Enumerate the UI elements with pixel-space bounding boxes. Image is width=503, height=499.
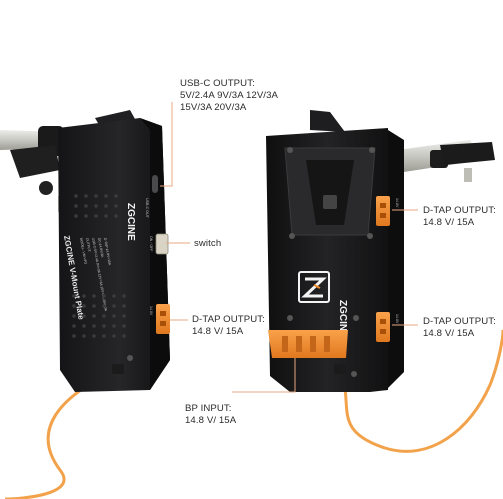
bp-input-pins xyxy=(282,336,330,352)
right-side-face xyxy=(388,130,404,388)
z-logo-icon xyxy=(298,271,330,303)
right-dtap-port-top xyxy=(376,196,390,226)
right-screw-1 xyxy=(287,147,293,153)
right-cable xyxy=(338,329,503,453)
right-dtap-port-bottom xyxy=(376,312,390,342)
left-usbc-port xyxy=(152,175,158,193)
right-screw-7 xyxy=(351,371,357,377)
left-clamp-arm xyxy=(10,145,60,178)
usbc-output-title: USB-C OUTPUT: xyxy=(180,78,255,89)
bp-input-spec: 14.8 V/ 15A xyxy=(185,415,237,426)
left-usbc-port-text: USB-C OUT xyxy=(145,198,149,219)
right-screw-3 xyxy=(289,233,295,239)
right-dtap-top-text: 14.8V xyxy=(395,198,399,208)
dtap-right-bottom-spec: 14.8 V/ 15A xyxy=(423,328,475,339)
left-switch xyxy=(155,233,169,255)
bp-input-connector xyxy=(268,330,348,358)
right-cable-grommet xyxy=(334,364,346,374)
right-screw-5 xyxy=(287,315,293,321)
dtap-left-spec: 14.8 V/ 15A xyxy=(192,326,244,337)
right-dtap-bottom-text: 14.8V xyxy=(395,314,399,324)
leader-usbc xyxy=(160,102,173,187)
left-switch-text: ON / OFF xyxy=(149,236,153,252)
right-screw-6 xyxy=(353,315,359,321)
label-line-1: MODEL: VM-VP3 xyxy=(79,237,88,264)
usbc-output-line-2: 15V/3A 20V/3A xyxy=(180,102,247,113)
label-line-2: OUTPUT: xyxy=(85,237,91,252)
label-line-5: D-TAP:14.8V=15A xyxy=(103,237,112,266)
leader-bp-input xyxy=(232,358,296,393)
right-clamp-arm xyxy=(440,142,495,165)
switch-label: switch xyxy=(194,238,222,249)
left-device: ZGCINE ZGCINE V-Mount Plate MODEL: VM-VP… xyxy=(0,110,170,392)
dtap-right-bottom-title: D-TAP OUTPUT: xyxy=(423,316,496,327)
right-device: ZGCINE 14.8V 14.8V xyxy=(266,110,495,392)
left-device-body xyxy=(58,118,170,392)
left-vent-bottom xyxy=(72,294,126,338)
v-mount-slot xyxy=(306,160,354,225)
label-line-4: DC:14.8V/3A xyxy=(97,237,105,258)
leader-lines xyxy=(160,102,418,393)
left-dtap-port-text: 14.8V xyxy=(149,306,153,316)
bp-input-title: BP INPUT: xyxy=(185,403,232,414)
right-brand: ZGCINE xyxy=(337,300,348,338)
left-dtap-port xyxy=(156,304,170,334)
left-screw-bottom xyxy=(127,355,133,361)
right-top-lever xyxy=(310,110,345,132)
left-cable-grommet xyxy=(112,364,124,374)
right-screw-4 xyxy=(367,233,373,239)
v-mount-latch xyxy=(323,195,337,209)
left-cable xyxy=(4,368,119,499)
right-screw-2 xyxy=(369,147,375,153)
left-brand: ZGCINE xyxy=(125,203,136,241)
dtap-right-top-title: D-TAP OUTPUT: xyxy=(423,205,496,216)
left-clamp-screw xyxy=(39,181,53,195)
left-vent-top xyxy=(74,194,118,218)
dtap-right-top-spec: 14.8 V/ 15A xyxy=(423,217,475,228)
usbc-output-line-1: 5V/2.4A 9V/3A 12V/3A xyxy=(180,90,279,101)
right-clamp-screw xyxy=(464,168,472,182)
dtap-left-title: D-TAP OUTPUT: xyxy=(192,314,265,325)
